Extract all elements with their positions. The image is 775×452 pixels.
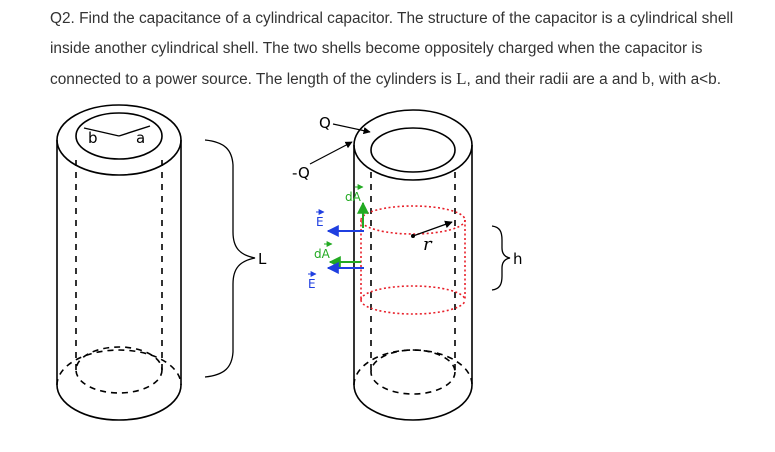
question-line-3-part-b: , and their radii are a and <box>466 71 642 88</box>
gaussian-bottom-back <box>360 285 466 301</box>
question-line-3: connected to a power source. The length … <box>50 64 765 95</box>
height-brace <box>491 225 511 291</box>
svg-text:E: E <box>308 277 316 291</box>
gaussian-radius <box>411 220 453 238</box>
label-dA-top: dA <box>345 184 364 204</box>
label-dA-mid: dA <box>314 241 333 261</box>
gaussian-bottom-arc <box>360 299 466 315</box>
svg-text:dA: dA <box>314 247 331 261</box>
right-outer-bottom-back <box>353 349 473 386</box>
question-line-1: Q2. Find the capacitance of a cylindrica… <box>50 10 734 27</box>
gaussian-top-ellipse <box>360 205 466 235</box>
left-inner-bottom-ellipse <box>75 346 163 394</box>
left-radius-b-line <box>83 127 120 137</box>
right-inner-top-ellipse <box>370 127 456 173</box>
left-outer-bottom-back <box>56 349 182 386</box>
label-h: h <box>513 250 523 268</box>
label-b: b <box>88 129 98 147</box>
symbol-b: b <box>641 69 651 88</box>
question-line-3-part-a: connected to a power source. The length … <box>50 71 457 88</box>
left-inner-top-ellipse <box>75 112 163 160</box>
label-r: r <box>423 234 433 255</box>
svg-text:E: E <box>316 215 324 229</box>
label-L: L <box>258 250 267 268</box>
left-outer-bottom-arc <box>56 384 182 421</box>
label-Q: Q <box>319 114 331 132</box>
right-cylinder <box>309 109 473 421</box>
charge-neg-Q-arrow <box>309 141 353 165</box>
question-line-2: inside another cylindrical shell. The tw… <box>50 40 703 57</box>
svg-text:dA: dA <box>345 190 362 204</box>
label-neg-Q: -Q <box>292 164 310 182</box>
left-cylinder <box>56 104 256 421</box>
left-length-brace <box>204 139 256 378</box>
symbol-L: L <box>456 69 467 88</box>
label-E-top: E <box>316 209 325 229</box>
question-text: Q2. Find the capacitance of a cylindrica… <box>50 4 765 95</box>
charge-Q-arrow <box>332 123 371 135</box>
right-outer-bottom-arc <box>353 384 473 421</box>
question-line-3-part-c: , with a<b. <box>650 71 721 88</box>
left-radius-a-line <box>118 125 151 137</box>
gaussian-cylinder <box>360 205 466 315</box>
label-E-bottom: E <box>308 271 317 291</box>
right-inner-bottom-ellipse <box>370 349 456 395</box>
label-a: a <box>136 129 145 147</box>
